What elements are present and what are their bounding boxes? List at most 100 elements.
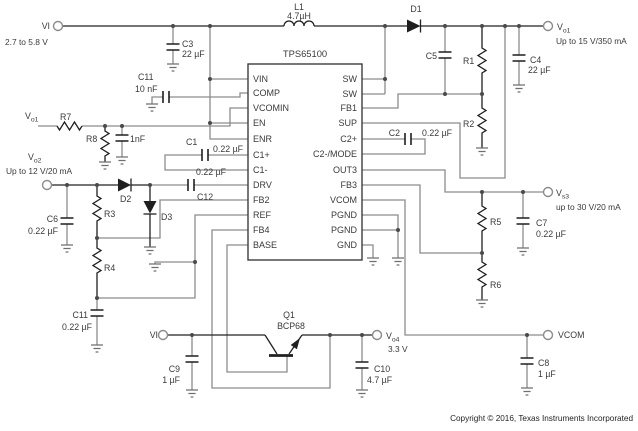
label-l1-value: 4.7µH: [287, 11, 311, 21]
pin-label-comp: COMP: [253, 88, 280, 98]
inductor-l1: [283, 20, 315, 27]
label-q1-value: BCP68: [277, 321, 305, 331]
label-vo1-desc: Up to 15 V/350 mA: [556, 36, 627, 46]
ground-symbol: [143, 246, 157, 255]
diode-d3: [143, 201, 157, 215]
ground-symbol: [520, 387, 534, 396]
pin-label-c1p: C1+: [253, 150, 270, 160]
terminal-vs3: [542, 186, 554, 198]
label-c8-value: 1 µF: [538, 369, 556, 379]
capacitor-c5: [438, 51, 452, 59]
junction-dots: [65, 24, 529, 337]
label-r8-ref: R8: [86, 134, 97, 144]
ground-symbol: [185, 389, 199, 398]
pin-label-fb4: FB4: [253, 225, 270, 235]
label-vo2: Vo2: [28, 152, 42, 165]
ground-symbol: [366, 257, 380, 266]
wire-segment: [38, 26, 544, 390]
capacitor-c11-bottom: [90, 309, 104, 317]
label-c6-value: 0.22 µF: [28, 226, 59, 236]
label-c4-value: 22 µF: [528, 65, 551, 75]
ground-symbol: [512, 84, 526, 93]
pin-label-c2mode: C2-/MODE: [313, 149, 357, 159]
pin-label-sup: SUP: [338, 118, 357, 128]
label-vi-top: VI: [42, 21, 50, 31]
pin-label-drv: DRV: [253, 180, 272, 190]
label-l1-ref: L1: [294, 2, 304, 12]
capacitor-c1: [201, 149, 209, 161]
ground-symbol: [60, 244, 74, 253]
label-c1-ref: C1: [186, 137, 197, 147]
label-c1-value: 0.22 µF: [213, 144, 244, 154]
pin-label-out3: OUT3: [333, 165, 357, 175]
pin-label-enr: ENR: [253, 134, 273, 144]
label-r4-ref: R4: [104, 263, 115, 273]
label-c10-ref: C10: [374, 364, 390, 374]
transistor-q1: [264, 334, 303, 357]
capacitor-c6: [60, 217, 74, 225]
label-r2-ref: R2: [463, 119, 474, 129]
label-q1-ref: Q1: [283, 310, 295, 320]
label-c9-ref: C9: [169, 364, 180, 374]
resistor-r4: [91, 238, 103, 298]
terminal-vo2: [41, 179, 53, 191]
label-vo1-sense: Vo1: [25, 111, 39, 124]
ground-symbol: [516, 247, 530, 256]
label-vo4: Vo4: [386, 331, 400, 344]
label-d1-ref: D1: [410, 4, 421, 14]
capacitor-c3: [166, 43, 180, 51]
label-c5-ref: C5: [426, 51, 437, 61]
label-c3-ref: C3: [182, 39, 193, 49]
pin-label-en: EN: [253, 118, 266, 128]
ground-symbol: [98, 161, 112, 170]
label-c11top-value: 10 nF: [135, 84, 158, 94]
ground-symbol: [90, 344, 104, 353]
capacitor-c12: [187, 179, 195, 191]
capacitor-c11-top: [162, 91, 170, 103]
label-vo1: Vo1: [557, 22, 571, 35]
pin-label-sw1: SW: [343, 74, 358, 84]
ground-symbol: [115, 156, 129, 165]
ground-symbol: [145, 103, 159, 112]
label-vi-bottom: VI: [150, 330, 158, 340]
ground-symbol: [475, 299, 489, 308]
pin-label-sw2: SW: [343, 89, 358, 99]
label-vs3-desc: up to 30 V/20 mA: [556, 202, 621, 212]
label-r6-ref: R6: [490, 280, 501, 290]
label-c4-ref: C4: [530, 55, 541, 65]
label-c11bot-ref: C11: [73, 310, 89, 320]
label-vs3: Vs3: [556, 188, 569, 201]
label-c6-ref: C6: [47, 214, 58, 224]
resistor-r7: [56, 120, 83, 132]
terminal-vi-bottom: [157, 329, 169, 341]
pin-label-vin: VIN: [253, 74, 268, 84]
terminal-vo1: [542, 20, 554, 32]
ground-symbol: [148, 263, 162, 272]
label-vo2-desc: Up to 12 V/20 mA: [6, 166, 73, 176]
pin-label-base: BASE: [253, 240, 277, 250]
capacitor-c9: [185, 355, 199, 363]
ic-tps65100-body: [247, 63, 363, 261]
label-c9-value: 1 µF: [162, 375, 180, 385]
pin-label-fb2: FB2: [253, 195, 270, 205]
label-vo4-desc: 3.3 V: [388, 344, 408, 354]
label-c2-value: 0.22 µF: [422, 128, 453, 138]
label-vi-top-desc: 2.7 to 5.8 V: [5, 37, 48, 47]
ground-symbol: [475, 147, 489, 156]
terminal-vi-top: [52, 20, 64, 32]
label-c11bot-value: 0.22 µF: [62, 322, 93, 332]
pin-label-pgnd2: PGND: [331, 225, 358, 235]
label-vcom: VCOM: [558, 330, 584, 340]
label-c12-value: 0.22 µF: [196, 167, 227, 177]
label-c12-ref: C12: [197, 192, 213, 202]
label-c7-value: 0.22 µF: [536, 229, 567, 239]
pin-label-vcomin: VCOMIN: [253, 103, 289, 113]
ground-symbol: [166, 63, 180, 72]
label-r7-ref: R7: [60, 112, 71, 122]
label-r5-ref: R5: [490, 217, 501, 227]
resistor-r3: [91, 185, 103, 238]
resistor-r8: [99, 126, 111, 162]
label-r1-ref: R1: [463, 56, 474, 66]
